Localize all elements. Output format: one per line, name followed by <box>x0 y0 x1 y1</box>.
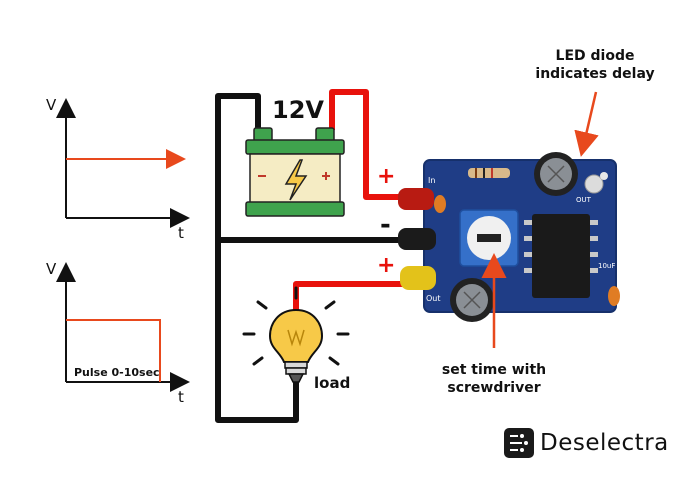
led-annotation-line2: indicates delay <box>535 66 655 82</box>
board-in-label: In <box>428 176 436 185</box>
led-diode <box>584 174 604 194</box>
board-out-label: Out <box>426 294 441 303</box>
red-wire-load <box>293 281 418 316</box>
graph-top-x-label: t <box>178 224 184 242</box>
plug-yellow <box>400 266 436 290</box>
terminal-plus-bottom: + <box>377 253 396 278</box>
battery-voltage-label: 12V <box>272 96 324 124</box>
graph-bottom-x-label: t <box>178 388 184 406</box>
graph-bottom-y-label: V <box>46 260 57 278</box>
battery-icon <box>245 127 345 217</box>
led-annotation-line1: LED diode <box>555 48 635 64</box>
terminal-minus: - <box>380 210 391 240</box>
delay-module-board <box>398 152 620 322</box>
resistor <box>468 168 510 178</box>
ceramic-capacitor <box>434 195 446 213</box>
pot-annotation-line1: set time with <box>441 362 547 378</box>
black-wire-frame <box>215 93 299 423</box>
red-wire-plus-top <box>329 89 418 200</box>
graph-bottom-pulse <box>66 319 161 382</box>
ceramic-capacitor-2 <box>608 286 620 306</box>
led-annotation-arrow <box>574 91 599 157</box>
load-label: load <box>314 374 351 392</box>
plug-black <box>398 228 436 250</box>
graph-top <box>56 98 190 228</box>
lightbulb-icon <box>242 286 350 383</box>
plug-red <box>398 188 434 210</box>
pot-annotation-line2: screwdriver <box>447 380 541 396</box>
lightning-icon <box>284 159 308 201</box>
graph-top-y-label: V <box>46 96 57 114</box>
board-out-label-2: OUT <box>576 196 591 204</box>
brand-name: Deselectra <box>540 430 669 456</box>
ic-chip <box>532 214 590 298</box>
graph-bottom <box>56 262 190 392</box>
pulse-label: Pulse 0-10sec <box>74 366 160 379</box>
board-cap-label: 10uF <box>598 262 616 270</box>
chip-logo-icon <box>504 428 534 458</box>
red-wires <box>293 89 418 316</box>
black-wires <box>215 93 418 423</box>
terminal-plus-top: + <box>377 164 396 189</box>
